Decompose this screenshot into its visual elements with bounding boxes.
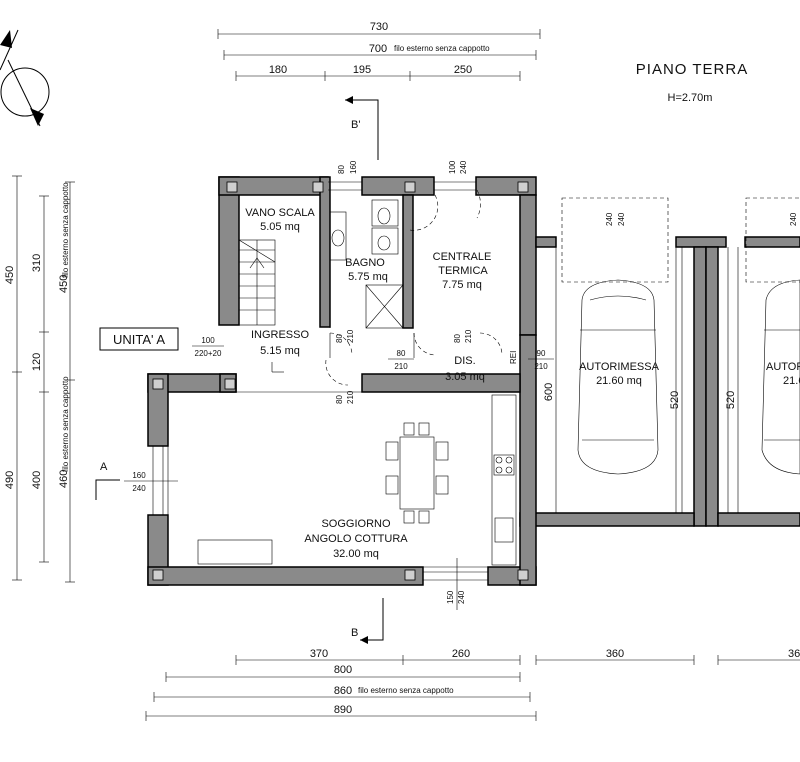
opening-annotations: 80 160 100 240 100 220+20 80 210 80 210 … [124,160,798,610]
room-centrale-name-2: TERMICA [438,265,488,277]
section-markers: B' B A [95,96,384,644]
dim-left-mid-2: 120 [31,353,43,371]
sogg-win-bottom-h: 240 [457,590,466,604]
room-vano-scala-area: 5.05 mq [260,221,300,233]
doors [271,189,503,386]
sogg-win-bottom-w: 150 [446,590,455,604]
dim-top-total: 730 [370,21,388,33]
ct-win-h: 240 [459,160,468,174]
dim-bottom-800: 800 [334,664,352,676]
dim-left-inner-bottom-note: filo esterno senza cappotto [61,376,70,472]
room-soggiorno-name-2: ANGOLO COTTURA [304,533,408,545]
rei-door-h: 210 [534,362,548,371]
top-dimensions: 730 700 filo esterno senza cappotto 180 … [217,21,541,81]
garage-dim-600: 600 [543,383,555,401]
section-b-top: B' [351,119,360,131]
inner-outlines [167,194,719,568]
dim-bottom-seg-2: 260 [452,648,470,660]
dim-left-mid-3: 400 [31,471,43,489]
ingresso-door-w: 100 [201,336,215,345]
bottom-dimensions: 370 260 360 36 800 860 filo esterno senz… [145,648,800,721]
room-ingresso-name: INGRESSO [251,329,310,341]
ingresso-door-h: 220+20 [195,349,222,358]
walls [147,176,800,586]
garage-dim-520a: 520 [669,391,681,409]
bagno-door-h: 210 [346,329,355,343]
dining-table [385,422,449,524]
dim-bottom-seg-4: 36 [788,648,800,660]
compass-icon [0,29,50,127]
ct-door-h: 210 [464,329,473,343]
ct-win-w: 100 [448,160,457,174]
room-bagno-name: BAGNO [345,257,385,269]
room-ingresso-area: 5.15 mq [260,345,300,357]
dim-top-seg-2: 195 [353,64,371,76]
garage1-win-w: 240 [605,212,614,226]
sogg-door-h: 210 [346,390,355,404]
rei-label: REI [509,351,518,364]
bathroom-fixtures [329,199,404,329]
dim-bottom-seg-1: 370 [310,648,328,660]
dim-bottom-860-note: filo esterno senza cappotto [358,686,454,695]
room-vano-scala-name: VANO SCALA [245,207,315,219]
unit-label: UNITA' A [113,332,165,347]
dim-top-seg-1: 180 [269,64,287,76]
dim-top-seg-3: 250 [454,64,472,76]
room-centrale-name-1: CENTRALE [433,251,492,263]
dim-bottom-seg-3: 360 [606,648,624,660]
room-autorimessa-2-name: AUTORI [766,361,800,373]
section-a: A [100,461,108,473]
garage1-win-h: 240 [617,212,626,226]
dim-left-outer-bottom: 490 [4,471,16,489]
bagno-win-w: 80 [337,165,346,174]
room-soggiorno-area: 32.00 mq [333,548,379,560]
dim-left-mid-1: 310 [31,254,43,272]
room-autorimessa-1-name: AUTORIMESSA [579,361,660,373]
room-autorimessa-2-area: 21.6 [783,375,800,387]
columns [152,181,529,581]
dim-top-ext: 700 [369,43,387,55]
room-centrale-area: 7.75 mq [442,279,482,291]
dim-left-inner-bottom: 460 [58,470,70,488]
kitchen-furniture [197,394,517,566]
garage-dimensions: 600 520 520 [543,247,737,513]
garage-2 [737,197,800,513]
dim-top-ext-note: filo esterno senza cappotto [394,44,490,53]
rei-door-w: 90 [537,349,546,358]
plan-title: PIANO TERRA [636,61,748,78]
room-dis-name: DIS. [454,355,475,367]
garage-dim-520b: 520 [725,391,737,409]
dim-bottom-890: 890 [334,704,352,716]
bagno-door-w: 80 [335,334,344,343]
room-soggiorno-name-1: SOGGIORNO [321,518,391,530]
left-dimensions: 450 490 310 120 400 450 filo esterno sen… [4,175,75,583]
ct-door-w: 80 [453,334,462,343]
dim-left-inner-top: 450 [58,275,70,293]
dis-door-w: 80 [397,349,406,358]
dim-bottom-860: 860 [334,685,352,697]
sogg-win-left-h: 240 [132,484,146,493]
sogg-win-left-w: 160 [132,471,146,480]
bagno-win-h: 160 [349,160,358,174]
garage2-win-w: 240 [789,212,798,226]
garage-1 [555,197,677,513]
dis-door-h: 210 [394,362,408,371]
room-dis-area: 3.05 mq [445,371,485,383]
windows [152,181,488,581]
sogg-door-w: 80 [335,395,344,404]
room-bagno-area: 5.75 mq [348,271,388,283]
unit-label-box [99,327,179,351]
staircase [238,239,276,326]
room-autorimessa-1-area: 21.60 mq [596,375,642,387]
section-b-bottom: B [351,627,358,639]
dim-left-inner-top-note: filo esterno senza cappotto [61,182,70,278]
dim-left-outer-top: 450 [4,266,16,284]
height-label: H=2.70m [668,92,713,104]
